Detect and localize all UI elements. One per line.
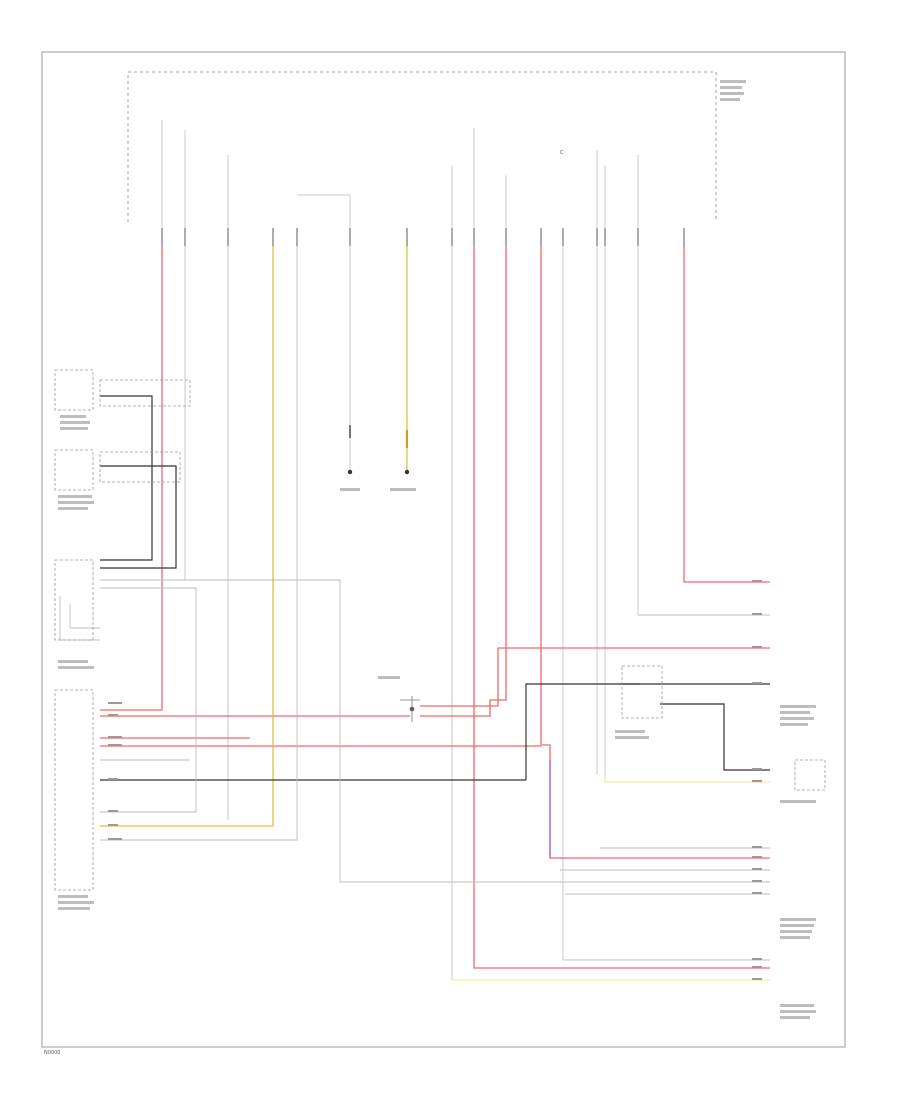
component-boxes [54, 369, 826, 791]
component-label-blocks [58, 80, 816, 1019]
center-switch [400, 696, 420, 722]
light-yellow-wires [452, 775, 770, 981]
upper-leads [161, 120, 639, 980]
red-wires [100, 246, 770, 969]
diagram-frame [41, 51, 846, 1048]
dark-wires [100, 395, 770, 781]
control-module-box [54, 689, 94, 891]
top-power-bus [127, 71, 717, 222]
letter-c-label: C [560, 150, 564, 156]
connector-row [161, 228, 685, 246]
gray-wires [59, 246, 770, 961]
footer-code: N0000 [44, 1050, 60, 1056]
yellow-wires [100, 246, 408, 827]
ground-terminals [347, 425, 410, 475]
terminal-marks [108, 580, 762, 980]
